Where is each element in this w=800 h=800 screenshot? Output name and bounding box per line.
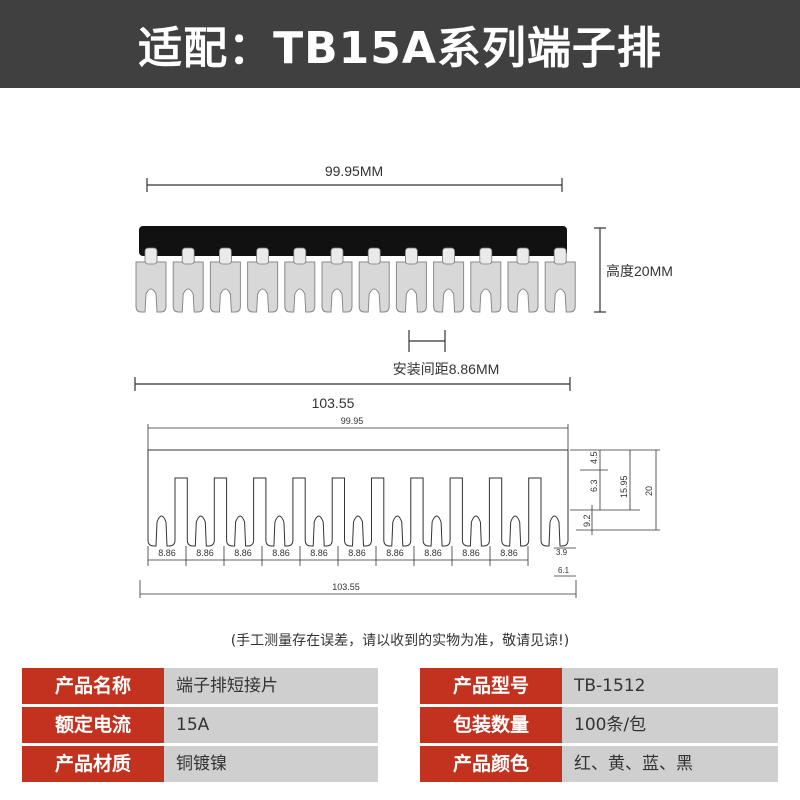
photo-bar-notch — [293, 247, 307, 265]
photo-bar-notch — [181, 247, 195, 265]
tech-dim-9-2: 9.2 — [582, 514, 592, 527]
tech-dim-6-3: 6.3 — [589, 479, 599, 492]
measurement-note: (手工测量存在误差，请以收到的实物为准，敬请见谅!) — [230, 633, 570, 649]
photo-top-width-dim — [146, 178, 563, 192]
product-photo — [135, 226, 576, 313]
tech-bottom-width-label: 103.55 — [332, 582, 360, 592]
photo-bar-notch — [553, 247, 567, 265]
photo-bar-notch — [218, 247, 232, 265]
photo-spacing-label: 安装间距8.86MM — [393, 361, 500, 377]
tech-dim-20: 20 — [644, 486, 654, 496]
page-title: 适配：TB15A系列端子排 — [138, 23, 662, 74]
photo-fork-terminals — [135, 261, 576, 313]
photo-bottom-width-label: 103.55 — [312, 395, 355, 411]
photo-fork-terminal — [172, 261, 204, 313]
photo-bar-notch — [516, 247, 530, 265]
pitch-dim-label: 8.86 — [272, 548, 290, 558]
tech-bottom-width-dim — [139, 580, 577, 598]
photo-bottom-width-dim — [134, 377, 571, 391]
photo-bar-notches — [144, 247, 567, 265]
photo-height-dim — [594, 227, 606, 313]
tech-dim-4-5: 4.5 — [589, 451, 599, 464]
tech-dim-6-1: 6.1 — [558, 566, 570, 575]
tech-vertical-dims — [554, 449, 660, 577]
photo-bar-notch — [404, 247, 418, 265]
photo-fork-terminal — [284, 261, 316, 313]
photo-height-label: 高度20MM — [606, 263, 673, 279]
photo-bar-notch — [479, 247, 493, 265]
photo-spacing-dim — [408, 330, 446, 352]
tech-outline — [147, 449, 569, 547]
pitch-dim-label: 8.86 — [462, 548, 480, 558]
tech-dim-3-9: 3.9 — [556, 548, 568, 557]
photo-bar-notch — [256, 247, 270, 265]
photo-fork-terminal — [544, 261, 576, 313]
photo-fork-terminal — [395, 261, 427, 313]
photo-fork-terminal — [507, 261, 539, 313]
photo-fork-terminal — [433, 261, 465, 313]
pitch-dim-label: 8.86 — [424, 548, 442, 558]
header-banner: 适配：TB15A系列端子排 — [0, 0, 800, 88]
tech-top-width-dim — [147, 424, 569, 450]
pitch-dim-label: 8.86 — [500, 548, 518, 558]
pitch-dim-label: 8.86 — [348, 548, 366, 558]
photo-bar-notch — [367, 247, 381, 265]
tech-top-width-label: 99.95 — [341, 416, 364, 426]
photo-fork-terminal — [358, 261, 390, 313]
photo-bar-notch — [442, 247, 456, 265]
technical-drawing — [147, 449, 569, 547]
pitch-dim-label: 8.86 — [158, 548, 176, 558]
tech-dim-15-95: 15.95 — [619, 475, 629, 498]
pitch-dim-label: 8.86 — [310, 548, 328, 558]
photo-fork-terminal — [321, 261, 353, 313]
pitch-dim-label: 8.86 — [196, 548, 214, 558]
photo-black-bar — [139, 226, 567, 256]
photo-fork-terminal — [247, 261, 279, 313]
tech-pitch-dims: 8.86 8.86 8.86 8.86 8.86 8.86 8.86 8.86 8.86 8.86 — [147, 546, 529, 566]
photo-bar-notch — [144, 247, 158, 265]
photo-bar-notch — [330, 247, 344, 265]
photo-top-width-label: 99.95MM — [325, 163, 383, 179]
pitch-dim-label: 8.86 — [386, 548, 404, 558]
photo-fork-terminal — [135, 261, 167, 313]
photo-fork-terminal — [209, 261, 241, 313]
photo-fork-terminal — [470, 261, 502, 313]
pitch-dim-label: 8.86 — [234, 548, 252, 558]
